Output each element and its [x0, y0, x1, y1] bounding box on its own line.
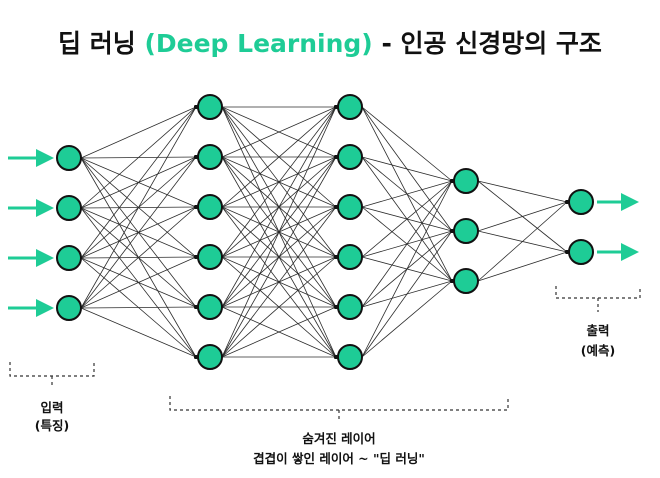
edge-l1-4-0: [221, 105, 338, 308]
edge-l2-1-0: [361, 156, 454, 183]
edge-l3-1-0: [477, 200, 569, 232]
edge-l3-2-0: [477, 200, 569, 282]
node-layer3-0: [453, 168, 479, 194]
node-layer4-1: [568, 239, 594, 265]
edge-l1-3-0: [221, 105, 338, 258]
edge-l0-3-5: [80, 307, 198, 359]
node-layer1-2: [197, 194, 223, 220]
edge-l0-3-4: [80, 305, 198, 309]
hidden-label: 숨겨진 레이어: [302, 431, 375, 446]
title-subtitle-part: - 인공 신경망의 구조: [373, 29, 602, 58]
edge-l2-5-0: [361, 179, 454, 358]
node-layer2-0: [337, 94, 363, 120]
edge-l0-2-0: [80, 105, 198, 259]
edge-l1-5-4: [221, 305, 338, 358]
node-layer2-2: [337, 194, 363, 220]
edge-l2-3-0: [361, 179, 454, 258]
node-layer4-0: [568, 189, 594, 215]
output-label: 출력: [586, 323, 609, 338]
node-layer1-3: [197, 244, 223, 270]
node-layer2-4: [337, 294, 363, 320]
edge-l0-3-3: [80, 255, 198, 309]
node-layer0-3: [56, 295, 82, 321]
hidden-sublabel: 겹겹이 쌓인 레이어 ~ "딥 러닝": [253, 451, 425, 466]
node-layer2-5: [337, 344, 363, 370]
connection-lines: [80, 105, 569, 359]
edge-l2-5-2: [361, 279, 454, 358]
edge-l1-5-1: [221, 155, 338, 358]
edge-l1-1-0: [221, 105, 338, 158]
title-korean-part: 딥 러닝: [58, 29, 144, 58]
edge-l1-5-2: [221, 205, 338, 358]
hidden-bracket: [169, 396, 509, 420]
input-bracket: [9, 362, 95, 386]
page-title: 딥 러닝 (Deep Learning) - 인공 신경망의 구조: [58, 29, 602, 58]
edge-l1-5-3: [221, 255, 338, 358]
edge-l0-1-0: [80, 105, 198, 209]
input-label: 입력: [40, 400, 63, 415]
edge-l3-0-0: [477, 180, 569, 204]
output-sublabel: (예측): [581, 343, 615, 358]
edge-l2-2-0: [361, 179, 454, 208]
node-layer1-1: [197, 144, 223, 170]
edge-l0-3-0: [80, 105, 198, 309]
edge-l0-3-1: [80, 155, 198, 309]
edge-l0-0-0: [80, 105, 198, 159]
node-layer3-2: [453, 268, 479, 294]
node-layer2-1: [337, 144, 363, 170]
edge-l3-2-1: [477, 250, 569, 282]
edge-l2-5-1: [361, 229, 454, 358]
node-layer0-0: [56, 145, 82, 171]
node-layer1-0: [197, 94, 223, 120]
input-sublabel: (특징): [35, 418, 69, 433]
node-layer2-3: [337, 244, 363, 270]
node-layer1-5: [197, 344, 223, 370]
edge-l2-0-0: [361, 106, 454, 183]
output-bracket: [555, 286, 641, 312]
neuron-nodes: [56, 94, 594, 370]
node-layer0-2: [56, 245, 82, 271]
edge-l2-4-0: [361, 179, 454, 308]
edge-l1-5-0: [221, 105, 338, 358]
node-layer1-4: [197, 294, 223, 320]
title-english-part: (Deep Learning): [144, 29, 372, 58]
edge-l1-2-0: [221, 105, 338, 208]
edge-l0-3-2: [80, 205, 198, 309]
node-layer3-1: [453, 218, 479, 244]
io-arrows: [8, 149, 639, 317]
node-layer0-1: [56, 195, 82, 221]
